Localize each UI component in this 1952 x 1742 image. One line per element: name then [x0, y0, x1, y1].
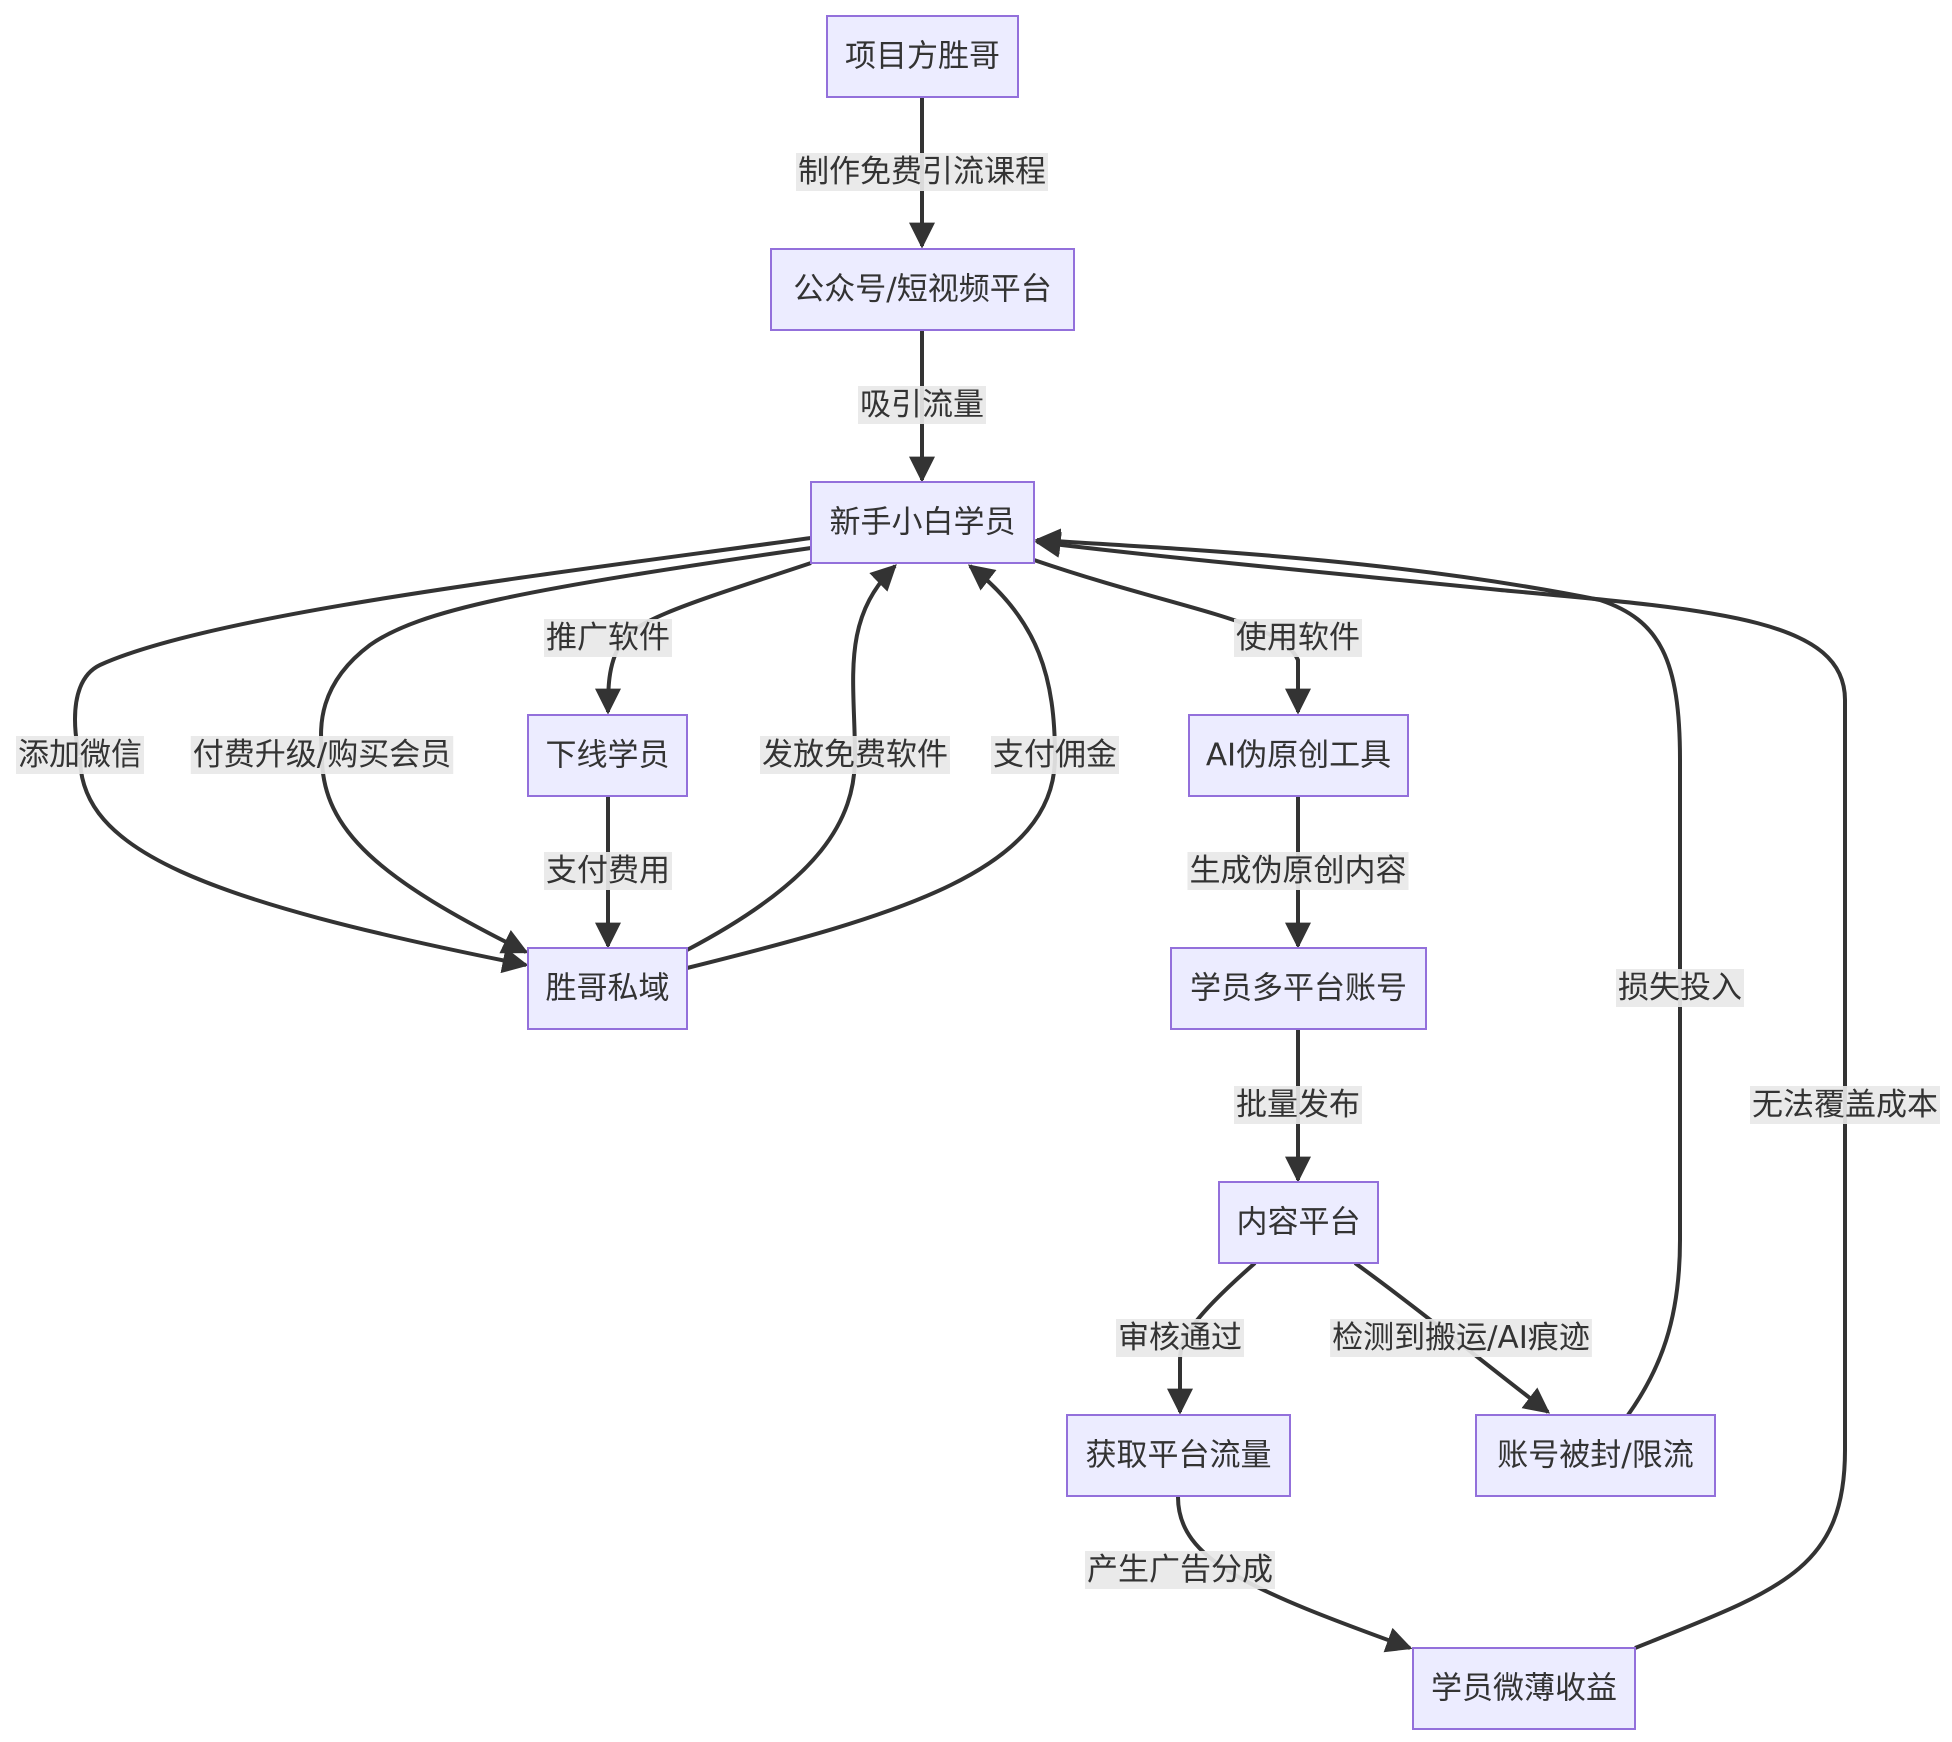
node-box [527, 714, 688, 797]
node-box [1170, 947, 1427, 1030]
node-F: AI伪原创工具 [1188, 714, 1409, 797]
node-box [1218, 1181, 1379, 1264]
edge-label: 审核通过 [1116, 1319, 1244, 1357]
edge-label: 发放免费软件 [760, 736, 950, 774]
edge-label-text: 生成伪原创内容 [1190, 853, 1407, 889]
node-label: 新手小白学员 [830, 505, 1016, 541]
edge-label-text: 支付佣金 [993, 737, 1117, 773]
edge-C-to-E [73, 536, 812, 974]
edge-label-text: 批量发布 [1236, 1087, 1360, 1123]
edge-label: 产生广告分成 [1085, 1551, 1275, 1589]
edge-label-background [190, 736, 454, 774]
edge-label-text: 吸引流量 [860, 387, 984, 423]
node-J: 账号被封/限流 [1475, 1414, 1716, 1497]
edge-label: 无法覆盖成本 [1750, 1086, 1940, 1124]
edge-label: 推广软件 [544, 619, 672, 657]
node-label: 胜哥私域 [546, 971, 670, 1007]
edge-label-text: 添加微信 [18, 737, 142, 773]
edge-label: 批量发布 [1234, 1086, 1362, 1124]
node-box [527, 947, 688, 1030]
edge-label: 损失投入 [1616, 969, 1744, 1007]
node-label: 内容平台 [1237, 1205, 1361, 1241]
edge-label: 吸引流量 [858, 386, 986, 424]
node-C: 新手小白学员 [810, 481, 1035, 564]
node-label: 下线学员 [546, 738, 670, 774]
edge-label-background [1330, 1319, 1592, 1357]
edge-label-text: 检测到搬运/AI痕迹 [1332, 1320, 1590, 1356]
node-box [826, 15, 1019, 98]
node-G: 学员多平台账号 [1170, 947, 1427, 1030]
edge-E-to-C [686, 564, 1058, 970]
node-label: 学员多平台账号 [1190, 971, 1407, 1007]
edge-arrow [73, 536, 812, 974]
node-A: 项目方胜哥 [826, 15, 1019, 98]
edge-label-background [1187, 852, 1409, 890]
edge-label-text: 制作免费引流课程 [798, 154, 1046, 190]
edge-label-background [1234, 619, 1362, 657]
node-K: 学员微薄收益 [1412, 1647, 1636, 1730]
node-box [1475, 1414, 1716, 1497]
node-label: 获取平台流量 [1086, 1438, 1272, 1474]
node-B: 公众号/短视频平台 [770, 248, 1075, 331]
node-box [810, 481, 1035, 564]
edge-label-background [858, 386, 986, 424]
node-label: AI伪原创工具 [1206, 738, 1391, 774]
edge-label: 支付费用 [544, 852, 672, 890]
edge-label-text: 推广软件 [546, 620, 670, 656]
node-box [770, 248, 1075, 331]
node-H: 内容平台 [1218, 1181, 1379, 1264]
edge-label-background [544, 619, 672, 657]
edge-K-to-C [1034, 531, 1847, 1650]
edge-label-background [1116, 1319, 1244, 1357]
node-box [1066, 1414, 1291, 1497]
edge-label-text: 付费升级/购买会员 [193, 737, 451, 773]
node-box [1188, 714, 1409, 797]
edge-label-text: 支付费用 [546, 853, 670, 889]
edge-label-background [16, 736, 144, 774]
edge-label: 制作免费引流课程 [796, 153, 1048, 191]
edge-label-background [1616, 969, 1744, 1007]
edge-label-background [1750, 1086, 1940, 1124]
edge-label: 生成伪原创内容 [1187, 852, 1409, 890]
edge-label-background [1085, 1551, 1275, 1589]
edge-label-background [796, 153, 1048, 191]
edge-arrow [1034, 528, 1682, 1417]
edge-label-text: 无法覆盖成本 [1752, 1087, 1938, 1123]
node-E: 胜哥私域 [527, 947, 688, 1030]
edge-label-text: 审核通过 [1118, 1320, 1242, 1356]
edge-label-background [1234, 1086, 1362, 1124]
edge-label: 付费升级/购买会员 [190, 736, 454, 774]
edge-arrow [686, 564, 1058, 970]
node-D: 下线学员 [527, 714, 688, 797]
edge-label-background [991, 736, 1119, 774]
edge-label-background [760, 736, 950, 774]
edge-label-background [544, 852, 672, 890]
node-label: 学员微薄收益 [1431, 1671, 1617, 1707]
node-label: 账号被封/限流 [1497, 1438, 1693, 1474]
edge-C-to-E [319, 546, 812, 954]
node-label: 公众号/短视频平台 [793, 272, 1051, 308]
edge-label-text: 发放免费软件 [762, 737, 948, 773]
edge-label-text: 损失投入 [1618, 970, 1742, 1006]
edge-label-text: 产生广告分成 [1087, 1552, 1273, 1588]
edge-arrow [319, 546, 812, 954]
node-I: 获取平台流量 [1066, 1414, 1291, 1497]
edge-label: 添加微信 [16, 736, 144, 774]
node-box [1412, 1647, 1636, 1730]
edge-label: 检测到搬运/AI痕迹 [1330, 1319, 1592, 1357]
edge-label: 使用软件 [1234, 619, 1362, 657]
edge-J-to-C [1034, 528, 1682, 1417]
node-label: 项目方胜哥 [845, 39, 1000, 75]
edge-arrow [1034, 531, 1847, 1650]
edge-label: 支付佣金 [991, 736, 1119, 774]
edge-label-text: 使用软件 [1236, 620, 1360, 656]
